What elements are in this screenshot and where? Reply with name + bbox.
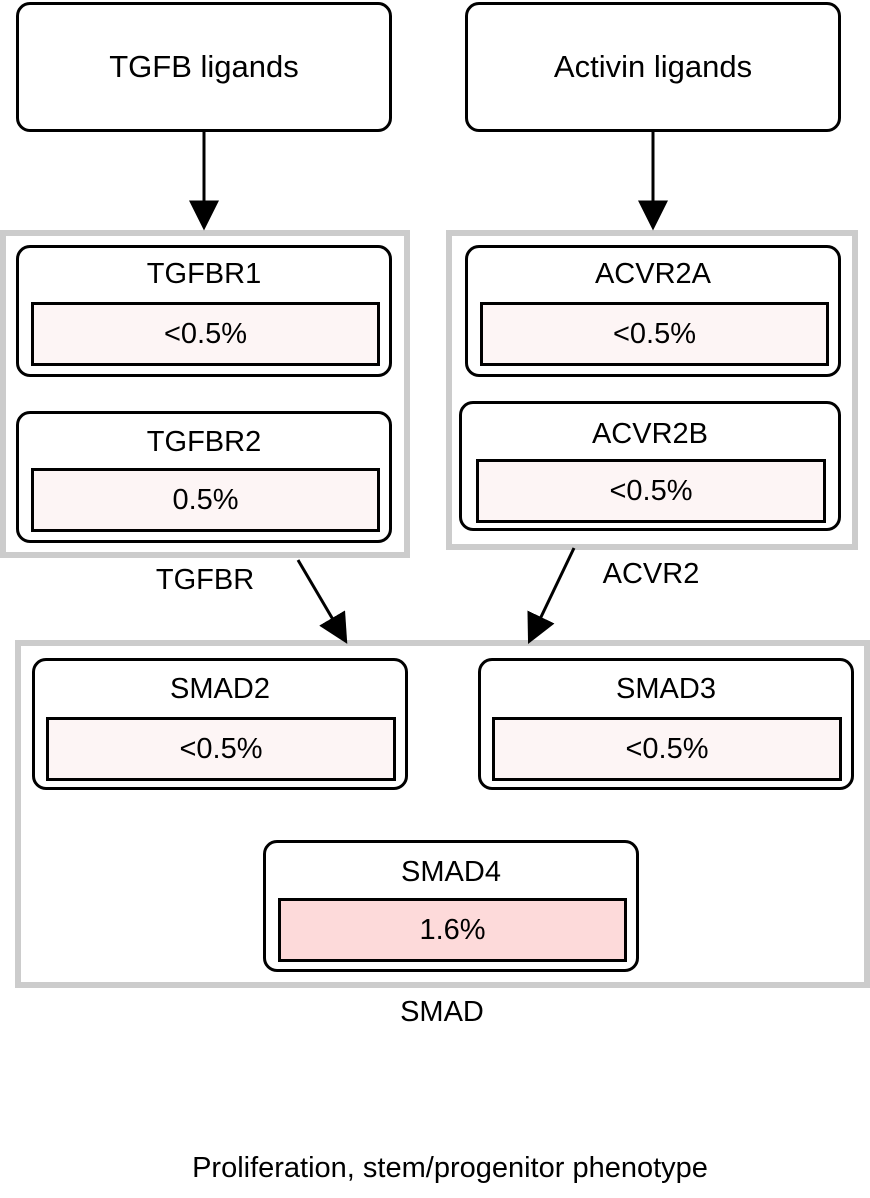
gene-name: ACVR2A [594, 258, 712, 290]
gene-node-acvr2b: ACVR2B <0.5% [459, 401, 841, 531]
gene-value: 1.6% [278, 898, 627, 962]
gene-name: TGFBR1 [146, 258, 262, 290]
tgfb-ligands-node: TGFB ligands [16, 2, 392, 132]
arrow-tgfbr-to-smad [296, 559, 348, 644]
acvr2-group [446, 230, 858, 550]
outcome-label: Proliferation, stem/progenitor phenotype [192, 1152, 708, 1184]
gene-value: <0.5% [476, 459, 826, 523]
gene-name: ACVR2B [591, 418, 709, 450]
smad-group [15, 640, 870, 988]
gene-node-tgfbr2: TGFBR2 0.5% [16, 411, 392, 543]
gene-node-tgfbr1: TGFBR1 <0.5% [16, 245, 392, 377]
gene-node-smad3: SMAD3 <0.5% [478, 658, 854, 790]
gene-node-smad2: SMAD2 <0.5% [32, 658, 408, 790]
gene-node-smad4: SMAD4 1.6% [263, 840, 639, 972]
group-label-tgfbr: TGFBR [155, 564, 255, 596]
group-label-acvr2: ACVR2 [602, 558, 700, 590]
gene-value: <0.5% [492, 717, 842, 781]
gene-value: <0.5% [480, 302, 829, 366]
group-label-smad: SMAD [400, 996, 484, 1028]
gene-name: SMAD3 [616, 673, 716, 705]
gene-name: TGFBR2 [146, 426, 262, 458]
arrow-acvr2-to-smad [527, 547, 576, 645]
gene-node-acvr2a: ACVR2A <0.5% [465, 245, 841, 377]
gene-name: SMAD4 [401, 856, 501, 888]
activin-ligands-label: Activin ligands [553, 49, 753, 84]
gene-value: <0.5% [46, 717, 396, 781]
gene-name: SMAD2 [170, 673, 270, 705]
gene-value: 0.5% [31, 468, 380, 532]
gene-value: <0.5% [31, 302, 380, 366]
activin-ligands-node: Activin ligands [465, 2, 841, 132]
tgfbr-group [0, 230, 410, 558]
tgfb-ligands-label: TGFB ligands [109, 49, 299, 84]
